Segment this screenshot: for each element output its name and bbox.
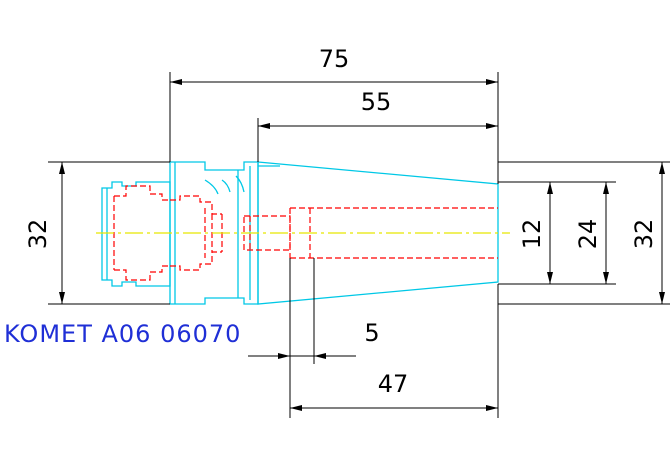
dim-small-offset: 5 — [364, 319, 379, 347]
dim-mid-diameter: 24 — [574, 219, 602, 250]
dim-tapered-length: 55 — [361, 88, 392, 116]
dim-bore-length: 47 — [378, 370, 409, 398]
part-label: KOMET A06 06070 — [4, 320, 241, 348]
dim-right-diameter: 32 — [630, 219, 658, 250]
dim-overall-length: 75 — [319, 45, 350, 73]
dim-bore-diameter: 12 — [518, 219, 546, 250]
dimension-lines — [48, 72, 670, 418]
dim-left-diameter: 32 — [24, 219, 52, 250]
